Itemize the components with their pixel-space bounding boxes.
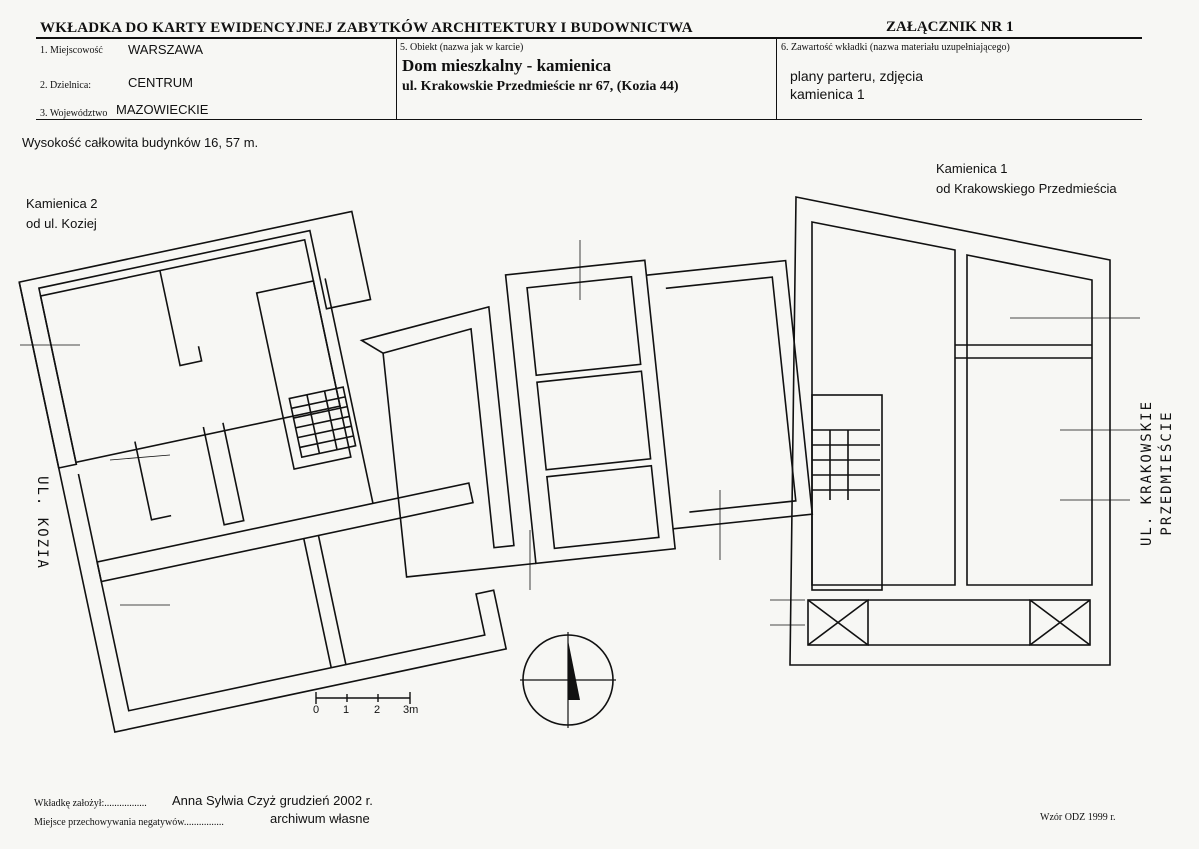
wall xyxy=(159,270,203,367)
object-name: Dom mieszkalny - kamienica xyxy=(402,56,612,75)
wall xyxy=(807,599,869,646)
storage-value: archiwum własne xyxy=(270,811,370,826)
voivodeship-label: 3. Województwo xyxy=(40,108,108,119)
wall xyxy=(811,394,883,591)
wall xyxy=(317,535,347,665)
wall xyxy=(868,599,1030,646)
founder-value: Anna Sylwia Czyż grudzień 2002 r. xyxy=(172,793,373,808)
contents-line-1: plany parteru, zdjęcia xyxy=(790,68,924,84)
wall xyxy=(255,279,352,471)
wall xyxy=(546,464,660,550)
wall xyxy=(504,259,677,565)
district-value: CENTRUM xyxy=(128,75,193,90)
storage-dots: ................ xyxy=(183,817,224,828)
wall xyxy=(789,196,1111,666)
sheet-title: WKŁADKA DO KARTY EWIDENCYJNEJ ZABYTKÓW A… xyxy=(40,20,693,36)
wall xyxy=(134,441,172,521)
building-1-label: Kamienica 1 xyxy=(936,161,1008,176)
storage-label: Miejsce przechowywania negatywów........… xyxy=(34,817,224,828)
wall xyxy=(96,482,474,583)
wall xyxy=(1029,599,1091,646)
wall xyxy=(526,275,642,377)
annex-number: ZAŁĄCZNIK NR 1 xyxy=(886,19,1014,35)
building-1-plan xyxy=(789,196,1111,666)
height-note: Wysokość całkowita budynków 16, 57 m. xyxy=(22,135,259,150)
building-2-plan xyxy=(18,210,508,734)
wall xyxy=(955,344,1092,359)
building-1-sublabel: od Krakowskiego Przedmieścia xyxy=(936,181,1117,196)
wall xyxy=(807,599,869,646)
contents-label: 6. Zawartość wkładki (nazwa materiału uz… xyxy=(781,42,1010,53)
scale-label-2: 2 xyxy=(374,704,381,716)
wall xyxy=(966,254,1093,586)
object-label: 5. Obiekt (nazwa jak w karcie) xyxy=(400,42,524,53)
middle-block-plan xyxy=(359,259,814,578)
scale-bar xyxy=(315,692,411,704)
dimension-marks xyxy=(20,240,1140,626)
wall xyxy=(536,370,652,471)
district-label: 2. Dzielnica: xyxy=(40,80,92,91)
wall xyxy=(646,259,814,530)
wall xyxy=(18,281,508,734)
dimension-line xyxy=(109,454,171,461)
scale-label-3: 3m xyxy=(403,704,419,716)
wall xyxy=(18,210,372,469)
wall xyxy=(202,422,245,526)
locality-value: WARSZAWA xyxy=(128,42,204,57)
form-id: Wzór ODZ 1999 r. xyxy=(1040,812,1116,823)
wall xyxy=(324,278,374,504)
building-2-sublabel: od ul. Koziej xyxy=(26,216,97,231)
wall xyxy=(811,221,956,586)
staircase xyxy=(291,390,354,454)
north-arrow xyxy=(520,632,616,728)
wall xyxy=(665,276,797,513)
header-table: 1. Miejscowość WARSZAWA 2. Dzielnica: CE… xyxy=(36,37,1142,120)
locality-label: 1. Miejscowość xyxy=(40,45,103,56)
contents-line-2: kamienica 1 xyxy=(790,86,865,102)
object-address: ul. Krakowskie Przedmieście nr 67, (Kozi… xyxy=(402,79,679,94)
storage-label-text: Miejsce przechowywania negatywów xyxy=(34,817,184,828)
wall xyxy=(302,538,332,668)
scale-label-1: 1 xyxy=(343,704,350,716)
building-2-label: Kamienica 2 xyxy=(26,196,98,211)
north-needle-icon xyxy=(568,640,580,700)
column-divider xyxy=(396,39,397,119)
column-divider xyxy=(776,39,777,119)
staircase xyxy=(812,429,880,500)
founder-label: Wkładkę założył:................. xyxy=(34,798,147,809)
voivodeship-value: MAZOWIECKIE xyxy=(116,102,209,117)
wall xyxy=(1029,599,1091,646)
wall xyxy=(382,353,536,578)
scale-label-0: 0 xyxy=(313,704,320,716)
